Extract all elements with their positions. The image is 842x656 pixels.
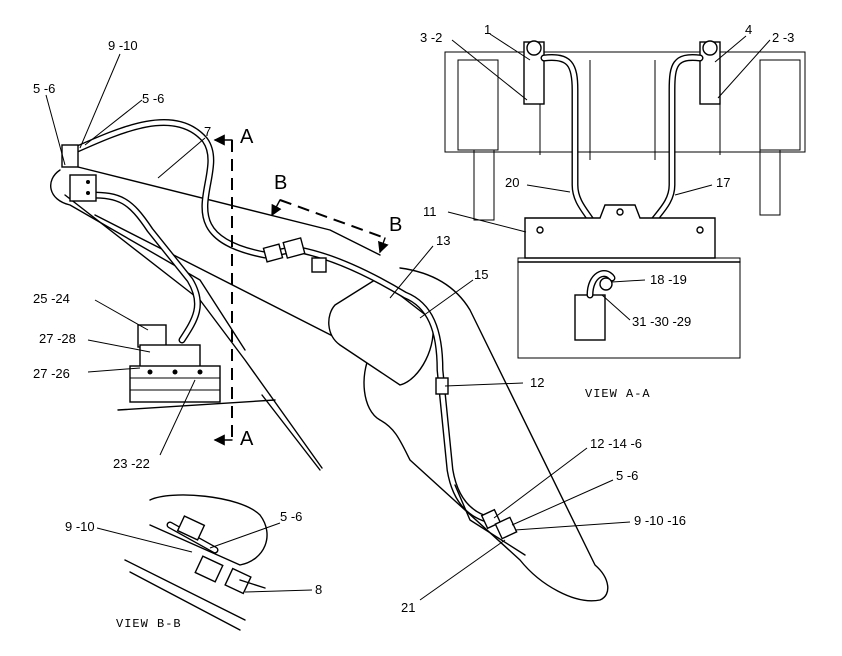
view-a-a-frame [517, 257, 741, 359]
label-9-10-top: 9 -10 [108, 38, 138, 53]
leader-lines [45, 33, 771, 601]
label-4: 4 [745, 22, 752, 37]
tube-21 [454, 484, 526, 556]
tube-20 [540, 53, 604, 249]
label-1: 1 [484, 22, 491, 37]
coupler-1 [262, 243, 284, 263]
platform-leg [261, 394, 321, 471]
label-3-2: 3 -2 [420, 30, 442, 45]
view-a-a [444, 40, 806, 359]
boom-outline [363, 267, 609, 602]
bb-valve [194, 555, 224, 583]
label-13: 13 [436, 233, 450, 248]
label-21: 21 [401, 600, 415, 615]
label-5-6-left: 5 -6 [33, 81, 55, 96]
section-b-left: B [274, 172, 287, 194]
pump-assembly [129, 324, 221, 403]
coupler-2 [282, 237, 306, 259]
bb-fitting-8 [224, 567, 252, 595]
section-b-right: B [389, 214, 402, 236]
label-8: 8 [315, 582, 322, 597]
label-11: 11 [423, 204, 437, 219]
label-5-6-top: 5 -6 [142, 91, 164, 106]
label-18-19: 18 -19 [650, 272, 687, 287]
bb-coupler [176, 515, 206, 541]
label-23-22: 23 -22 [113, 456, 150, 471]
label-5-6-right: 5 -6 [616, 468, 638, 483]
platform-leg-2 [269, 394, 323, 469]
label-9-10-bb: 9 -10 [65, 519, 95, 534]
label-27-28: 27 -28 [39, 331, 76, 346]
section-a-bottom: A [240, 428, 254, 450]
platform-line [117, 399, 276, 411]
label-31-30-29: 31 -30 -29 [632, 314, 691, 329]
hose-7 [71, 119, 294, 259]
main-view [50, 119, 609, 602]
label-20: 20 [505, 175, 519, 190]
label-7: 7 [204, 124, 211, 139]
label-2-3: 2 -3 [772, 30, 794, 45]
view-b-b-title: VIEW B-B [116, 617, 182, 631]
section-marks: A A B B [240, 126, 402, 450]
label-27-26: 27 -26 [33, 366, 70, 381]
part-labels: 9 -10 5 -6 5 -6 7 25 -24 27 -28 27 -26 2… [33, 22, 794, 615]
label-15: 15 [474, 267, 488, 282]
bb-frame-line-2 [129, 571, 241, 631]
frame-left-inner [64, 194, 271, 396]
pump-body [129, 365, 221, 403]
label-5-6-bb: 5 -6 [280, 509, 302, 524]
label-9-10-16: 9 -10 -16 [634, 513, 686, 528]
bb-bracket-outline [149, 494, 268, 566]
view-titles: VIEW A-A VIEW B-B [116, 387, 651, 631]
section-line-b [279, 199, 386, 239]
label-17: 17 [716, 175, 730, 190]
valve-block-lower [69, 174, 97, 202]
label-25-24: 25 -24 [33, 291, 70, 306]
label-12: 12 [530, 375, 544, 390]
frame-left-outline [50, 169, 246, 351]
clamp-boom [311, 257, 327, 273]
label-12-14-6: 12 -14 -6 [590, 436, 642, 451]
section-a-top: A [240, 126, 254, 148]
elbow-25-24 [137, 324, 167, 348]
frame-top-beam [69, 164, 381, 256]
view-a-a-title: VIEW A-A [585, 387, 651, 401]
view-b-b [124, 494, 268, 631]
bb-frame-line-1 [124, 559, 246, 621]
valve-31-30-29 [574, 294, 606, 341]
pump-head [139, 344, 201, 368]
boom-tank [328, 277, 434, 386]
valve-block-upper [61, 144, 79, 168]
